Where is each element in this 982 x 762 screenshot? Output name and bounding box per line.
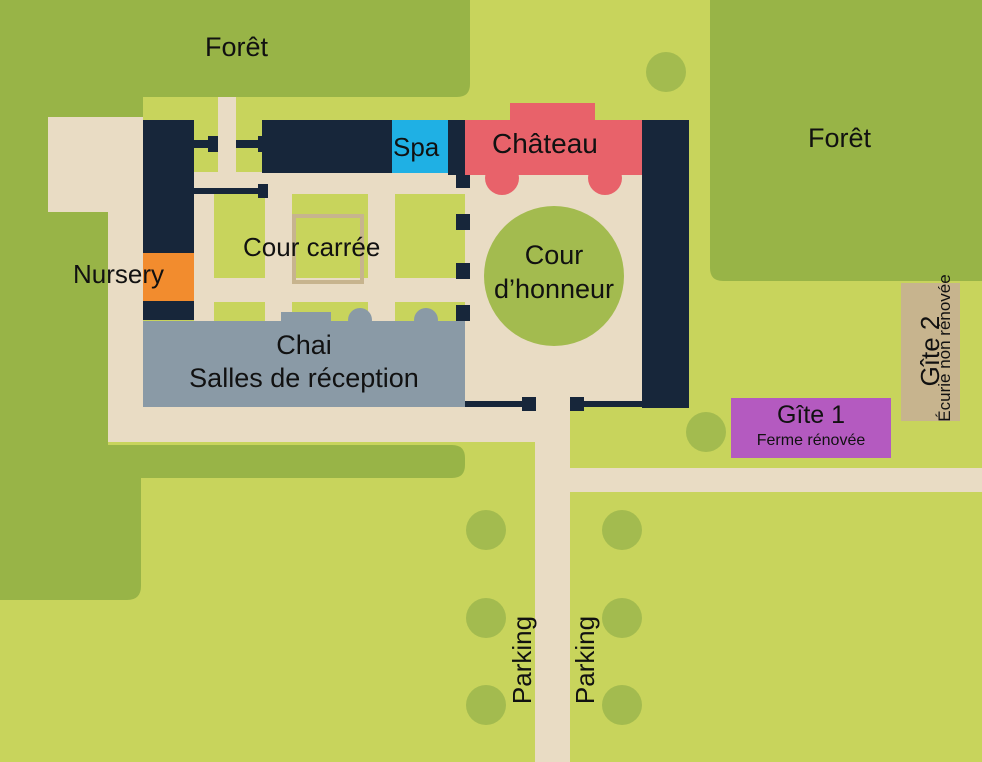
chai-main <box>143 321 465 407</box>
connector-north-1 <box>236 140 262 148</box>
path-drive <box>535 395 570 762</box>
gite2-building[interactable] <box>901 283 960 421</box>
label-parking-right: Parking <box>570 615 600 705</box>
tree <box>602 685 642 725</box>
label-gite1-title: Gîte 1 <box>776 401 846 429</box>
spa-building[interactable] <box>392 120 448 173</box>
path-north-stub <box>218 97 236 177</box>
forest-left <box>0 200 465 600</box>
chai-turret-right <box>414 308 438 332</box>
nursery-building[interactable] <box>143 253 194 301</box>
label-cour-carree: Cour carrée <box>243 232 381 262</box>
connector-east-1 <box>456 173 470 188</box>
chai-turret-left <box>348 308 372 332</box>
label-gite1-subtitle: Ferme rénovée <box>756 431 866 449</box>
tree <box>602 598 642 638</box>
label-cour-honneur-line1: Cour <box>524 240 584 270</box>
label-forest-top-left: Forêt <box>205 32 269 62</box>
tree <box>466 510 506 550</box>
chateau-tower <box>510 103 595 123</box>
label-chai-line1: Chai <box>276 330 332 360</box>
label-parking-left: Parking <box>507 615 537 705</box>
chateau-turret-left <box>485 161 519 195</box>
wall-south-right <box>570 401 642 407</box>
cour-carree-square <box>292 214 364 284</box>
tree <box>466 598 506 638</box>
path-east <box>570 468 982 492</box>
connector-west-1-cap <box>208 136 218 152</box>
chai-annex <box>281 312 331 324</box>
wall-south-left <box>465 401 535 407</box>
label-forest-right: Forêt <box>808 123 872 153</box>
label-gite2-subtitle: Écurie non rénovée <box>935 274 954 422</box>
label-chateau: Château <box>492 128 598 159</box>
tree <box>686 412 726 452</box>
path-left-vertical <box>108 117 143 442</box>
path-left-connector <box>265 172 292 322</box>
forest-right <box>710 0 982 281</box>
tree <box>602 510 642 550</box>
chateau-building[interactable] <box>465 103 642 195</box>
trees <box>466 52 726 725</box>
chateau-turret-right <box>588 161 622 195</box>
label-gite1: Gîte 1 Ferme rénovée <box>731 401 891 449</box>
connector-west-1 <box>194 140 216 148</box>
label-cour-honneur: Cour d’honneur <box>474 238 634 306</box>
label-cour-honneur-line2: d’honneur <box>493 274 615 304</box>
tree <box>466 685 506 725</box>
tree <box>646 52 686 92</box>
building-east-wing <box>642 120 689 408</box>
wall-south-right-cap <box>570 397 584 411</box>
path-right-connector <box>368 172 395 322</box>
chai-building[interactable] <box>143 308 465 407</box>
connector-east-4 <box>456 305 470 321</box>
cour-honneur-lawn[interactable] <box>484 206 624 346</box>
wall-south-left-cap <box>522 397 536 411</box>
connector-west-2 <box>194 188 266 194</box>
connector-east-3 <box>456 263 470 279</box>
label-chai: Chai Salles de réception <box>143 329 465 395</box>
gite1-building[interactable] <box>731 398 891 458</box>
path-bottom-horizontal <box>108 405 570 442</box>
label-spa: Spa <box>393 132 440 162</box>
label-nursery: Nursery <box>73 259 165 289</box>
building-chateau-back <box>448 120 470 175</box>
connector-north-1-cap <box>258 136 268 152</box>
label-chai-line2: Salles de réception <box>189 363 419 393</box>
connector-west-2-cap <box>258 184 268 198</box>
connector-east-2 <box>456 214 470 230</box>
